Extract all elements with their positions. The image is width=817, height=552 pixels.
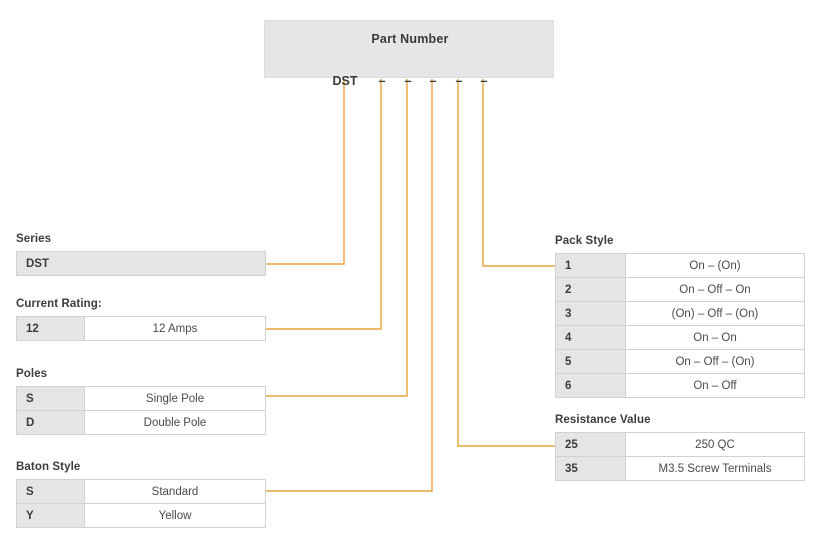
group-poles: Poles S Single Pole D Double Pole [16, 368, 266, 435]
pack-style-code-5: 5 [555, 349, 626, 374]
baton-style-value-s: Standard [84, 479, 266, 504]
pack-style-value-6: On – Off [625, 373, 805, 398]
pack-style-value-4: On – On [625, 325, 805, 350]
group-title-baton-style: Baton Style [16, 461, 81, 473]
group-current-rating: Current Rating: 12 12 Amps [16, 298, 266, 341]
table-row: 6 On – Off [555, 373, 805, 398]
pack-style-code-6: 6 [555, 373, 626, 398]
table-row: 1 On – (On) [555, 253, 805, 278]
group-baton-style: Baton Style S Standard Y Yellow [16, 461, 266, 528]
table-row: 12 12 Amps [16, 316, 266, 341]
pack-style-code-1: 1 [555, 253, 626, 278]
poles-code-s: S [16, 386, 85, 411]
current-rating-code-12: 12 [16, 316, 85, 341]
table-row: Y Yellow [16, 503, 266, 528]
connector-series [265, 79, 345, 265]
table-poles: S Single Pole D Double Pole [16, 386, 266, 435]
table-resistance-value: 25 250 QC 35 M3.5 Screw Terminals [555, 432, 805, 481]
resistance-value-code-25: 25 [555, 432, 626, 457]
part-number-prefix: DST [332, 74, 358, 88]
baton-style-value-y: Yellow [84, 503, 266, 528]
connector-baton-style [265, 79, 433, 492]
part-number-segment-5: – [480, 74, 488, 88]
table-row: 3 (On) – Off – (On) [555, 301, 805, 326]
table-series: DST [16, 251, 266, 276]
group-resistance-value: Resistance Value 25 250 QC 35 M3.5 Screw… [555, 414, 805, 481]
pack-style-value-3: (On) – Off – (On) [625, 301, 805, 326]
group-title-current-rating: Current Rating: [16, 298, 102, 310]
connector-poles [265, 79, 408, 397]
pack-style-value-5: On – Off – (On) [625, 349, 805, 374]
table-row: 35 M3.5 Screw Terminals [555, 456, 805, 481]
poles-value-s: Single Pole [84, 386, 266, 411]
pack-style-code-4: 4 [555, 325, 626, 350]
pack-style-code-2: 2 [555, 277, 626, 302]
group-pack-style: Pack Style 1 On – (On) 2 On – Off – On 3… [555, 235, 805, 398]
pack-style-value-1: On – (On) [625, 253, 805, 278]
series-code: DST [16, 251, 266, 276]
poles-code-d: D [16, 410, 85, 435]
part-number-code: DST – – – – – [265, 72, 555, 90]
table-baton-style: S Standard Y Yellow [16, 479, 266, 528]
part-number-segment-1: – [378, 74, 386, 88]
table-pack-style: 1 On – (On) 2 On – Off – On 3 (On) – Off… [555, 253, 805, 398]
pack-style-value-2: On – Off – On [625, 277, 805, 302]
group-title-resistance-value: Resistance Value [555, 414, 651, 426]
part-number-box: Part Number DST – – – – – [264, 20, 554, 88]
group-title-series: Series [16, 233, 52, 245]
part-number-segment-2: – [404, 74, 412, 88]
table-row: S Single Pole [16, 386, 266, 411]
table-row: S Standard [16, 479, 266, 504]
baton-style-code-y: Y [16, 503, 85, 528]
part-number-segment-3: – [429, 74, 437, 88]
poles-value-d: Double Pole [84, 410, 266, 435]
part-number-title: Part Number [371, 32, 449, 46]
current-rating-value-12: 12 Amps [84, 316, 266, 341]
baton-style-code-s: S [16, 479, 85, 504]
connector-current-rating [265, 79, 382, 330]
table-row: DST [16, 251, 266, 276]
table-row: 2 On – Off – On [555, 277, 805, 302]
resistance-value-value-25: 250 QC [625, 432, 805, 457]
table-row: 5 On – Off – (On) [555, 349, 805, 374]
table-row: D Double Pole [16, 410, 266, 435]
table-row: 4 On – On [555, 325, 805, 350]
resistance-value-code-35: 35 [555, 456, 626, 481]
group-title-poles: Poles [16, 368, 48, 380]
connector-resistance-value [457, 79, 555, 447]
connector-pack-style [482, 79, 555, 267]
group-title-pack-style: Pack Style [555, 235, 614, 247]
pack-style-code-3: 3 [555, 301, 626, 326]
table-row: 25 250 QC [555, 432, 805, 457]
part-number-segment-4: – [455, 74, 463, 88]
group-series: Series DST [16, 233, 266, 276]
table-current-rating: 12 12 Amps [16, 316, 266, 341]
resistance-value-value-35: M3.5 Screw Terminals [625, 456, 805, 481]
